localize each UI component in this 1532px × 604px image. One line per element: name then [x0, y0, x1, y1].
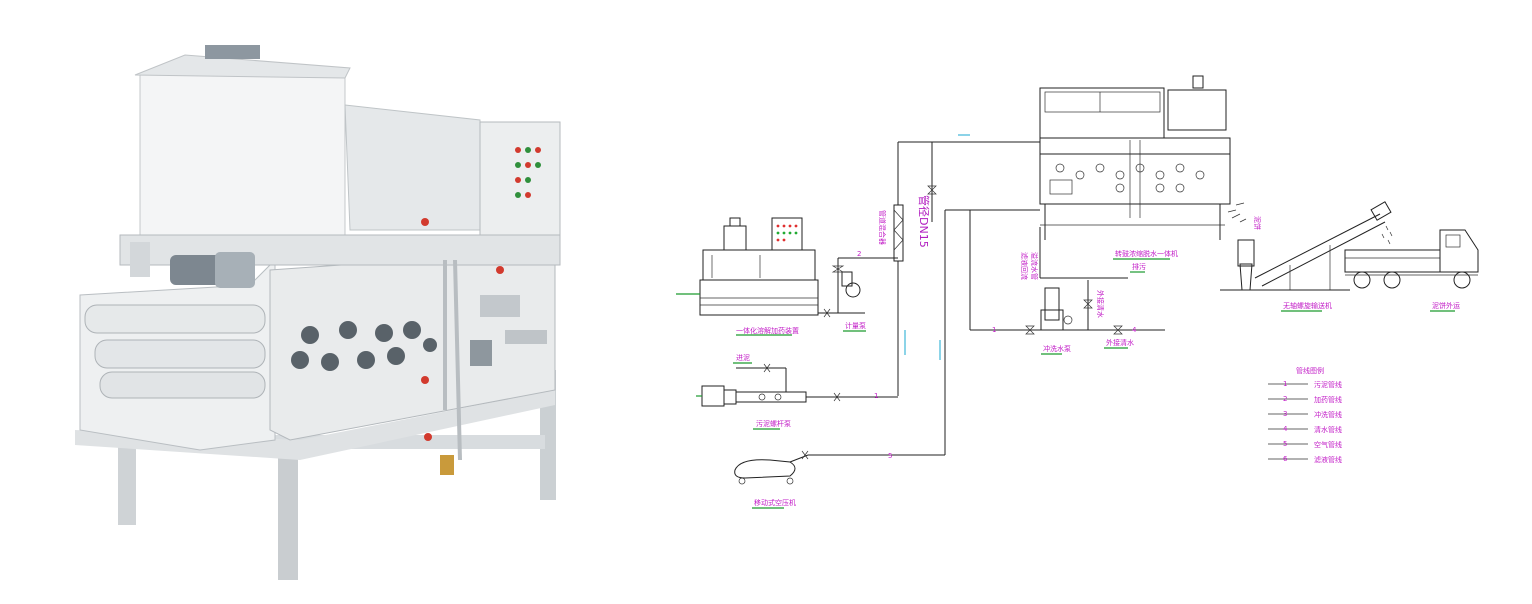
svg-text:清水管线: 清水管线	[1314, 425, 1342, 434]
svg-text:6: 6	[1283, 455, 1288, 463]
svg-text:1: 1	[1283, 380, 1287, 388]
label-sludge-transport: 泥饼外运	[1432, 301, 1460, 310]
label-clean-water: 外接清水	[1106, 338, 1134, 347]
pipe-number-5: 5	[888, 452, 892, 460]
legend-item: 6 滤液管线	[1268, 455, 1342, 464]
legend-item: 2 加药管线	[1268, 395, 1342, 404]
screw-conveyor	[1220, 201, 1393, 291]
pipe-legend: 管线图例 1 污泥管线 2 加药管线 3 冲洗管线 4 清水管线	[1268, 366, 1342, 464]
label-clean-water-v: 外接清水	[1096, 290, 1105, 318]
label-sludge-screw-pump: 污泥螺杆泵	[756, 419, 791, 428]
machine-leg	[118, 430, 136, 525]
label-flush-pump: 冲洗水泵	[1043, 344, 1071, 353]
svg-text:加药管线: 加药管线	[1314, 395, 1342, 404]
dosing-device	[676, 217, 819, 316]
svg-text:4: 4	[1283, 425, 1288, 433]
svg-text:5: 5	[1283, 440, 1287, 448]
pipe-number-4: 4	[1132, 326, 1137, 334]
label-sludge-in: 进泥	[736, 354, 750, 362]
label-belt-press: 转鼓浓缩脱水一体机	[1115, 249, 1178, 258]
sludge-screw-pump	[696, 363, 898, 407]
metering-pump	[818, 258, 865, 318]
pipe-number-1: 1	[874, 392, 878, 400]
label-air-compressor: 移动式空压机	[754, 498, 796, 507]
legend-item: 5 空气管线	[1268, 440, 1342, 449]
motor	[205, 45, 260, 59]
svg-text:冲洗管线: 冲洗管线	[1314, 410, 1342, 419]
pipe-number-2b: 1	[992, 326, 996, 334]
legend-item: 4 清水管线	[1268, 425, 1342, 434]
process-diagram: 一体化溶解加药装置 计量泵 2 管道混合器 管径DN15	[676, 75, 1479, 509]
belt-filter-press-photo	[75, 45, 561, 580]
mixing-tank	[139, 74, 346, 236]
truck	[1344, 229, 1479, 289]
svg-text:3: 3	[1283, 410, 1287, 418]
label-dosing-device: 一体化溶解加药装置	[736, 326, 799, 335]
label-pipe-mixer: 管道混合器	[878, 210, 887, 245]
label-drain: 排污	[1132, 262, 1146, 271]
machine-leg	[278, 440, 298, 580]
legend-title: 管线图例	[1296, 366, 1324, 375]
brass-valve	[440, 455, 454, 475]
svg-text:2: 2	[1283, 395, 1287, 403]
legend-item: 3 冲洗管线	[1268, 410, 1342, 419]
legend-item: 1 污泥管线	[1268, 380, 1342, 389]
svg-text:污泥管线: 污泥管线	[1314, 380, 1342, 389]
air-compressor	[734, 209, 1040, 485]
label-mud-cake: 泥饼	[1253, 216, 1262, 230]
label-screw-conveyor: 无轴螺旋输送机	[1283, 301, 1332, 310]
belt-press-unit	[1039, 75, 1231, 240]
pipe-number-2: 2	[857, 250, 861, 258]
label-dn15: 管径DN15	[917, 195, 931, 248]
flush-pump	[1040, 287, 1064, 331]
label-overflow-pipe: 溢流水管	[1030, 252, 1039, 280]
pipe-mixer	[893, 204, 904, 262]
drum-housing	[344, 104, 481, 231]
svg-text:空气管线: 空气管线	[1314, 440, 1342, 449]
svg-text:滤液管线: 滤液管线	[1314, 455, 1342, 464]
label-metering-pump: 计量泵	[845, 321, 866, 330]
label-filtrate: 滤液回流	[1020, 252, 1029, 280]
